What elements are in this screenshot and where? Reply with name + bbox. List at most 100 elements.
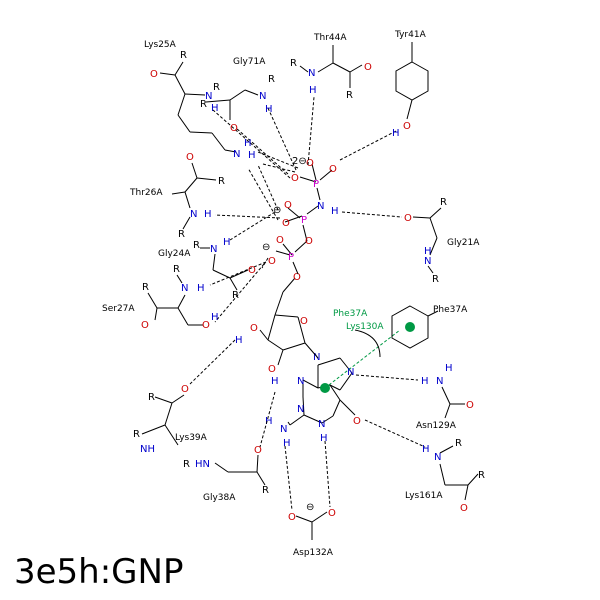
label-asp132: Asp132A (293, 548, 334, 558)
thr26-r1: R (218, 176, 225, 187)
ligand-nh2-h: H (265, 416, 273, 427)
label-gly71: Gly71A (233, 57, 266, 67)
label-gly38: Gly38A (203, 493, 236, 503)
ribose-o4: O (300, 316, 308, 327)
ribose-h3: H (235, 335, 243, 346)
gly21-h: H (424, 246, 432, 257)
label-gly21: Gly21A (447, 238, 480, 248)
ser27-og: O (202, 320, 210, 331)
gly21-r1: R (440, 197, 447, 208)
gly24-r2: R (232, 290, 239, 301)
ligand-n3: N (297, 376, 304, 387)
thr26-h: H (204, 209, 212, 220)
label-phe37-green: Phe37A (333, 309, 368, 319)
tyr41-o: O (403, 121, 411, 132)
pg-charge: 2⊖ (292, 156, 307, 167)
hydrogen-bonds (189, 96, 426, 511)
label-lys130-green: Lys130A (346, 322, 384, 332)
lys25-nr: R (213, 82, 220, 93)
asn129-n: N (436, 376, 443, 387)
ribose-o2: O (268, 364, 276, 375)
ligand-h1: H (320, 433, 328, 444)
ligand-o6: O (353, 416, 361, 427)
thr26-n: N (190, 209, 197, 220)
asn129-h: H (421, 376, 429, 387)
gly21-r2: R (432, 274, 439, 285)
pg-o3: O (329, 164, 337, 175)
thr44-h: H (309, 85, 317, 96)
residue-lys161: R H N R O Lys161A (405, 438, 485, 514)
residue-thr44: Thr44A R N H O R (290, 33, 372, 101)
asn129-h2: H (445, 363, 453, 374)
pbg-n: N (317, 201, 324, 212)
phosphate-chain (275, 163, 333, 275)
thr44-r1: R (290, 58, 297, 69)
ser27-r2: R (142, 282, 149, 293)
gly71-h: H (265, 104, 273, 115)
gly38-o: O (254, 445, 262, 456)
thr26-r2: R (178, 229, 185, 240)
lys39-o: O (181, 384, 189, 395)
lys25-nz: N (233, 149, 240, 160)
label-lys39: Lys39A (175, 433, 208, 443)
lys25-hz: H (244, 138, 252, 149)
residue-asn129: H N H O Asn129A (416, 363, 474, 431)
pbg-h: H (331, 206, 339, 217)
asp132-charge: ⊖ (306, 502, 314, 513)
lys25-hz2: H (248, 150, 256, 161)
ligand-n9: N (313, 352, 320, 363)
ribose-o3: O (250, 323, 258, 334)
lys39-r1: R (148, 392, 155, 403)
residue-gly21: R O N H R Gly21A (404, 197, 480, 285)
residue-gly24: Gly24A R N H O R (158, 237, 256, 301)
lys39-nh: NH (140, 444, 155, 455)
ligand-nh2-n: N (280, 424, 287, 435)
pg-o2: O (306, 158, 314, 169)
residue-gly71: Gly71A R O N H R (200, 57, 275, 134)
gly71-o: O (230, 123, 238, 134)
ribose-h2: H (271, 376, 279, 387)
lys25-o: O (150, 69, 158, 80)
gly71-nr: R (268, 74, 275, 85)
label-asn129: Asn129A (416, 421, 457, 431)
label-thr44: Thr44A (313, 33, 347, 43)
pi-centroid-phe37 (405, 322, 415, 332)
thr26-o: O (186, 152, 194, 163)
lys25-r: R (180, 50, 187, 61)
tyr41-h: H (392, 128, 400, 139)
residue-ser27: R N H R O O H Ser27A (102, 264, 219, 331)
lys161-r2: R (478, 470, 485, 481)
lys25-h: H (211, 103, 219, 114)
label-thr26: Thr26A (129, 188, 163, 198)
ser27-r1: R (173, 264, 180, 275)
gly21-o: O (404, 213, 412, 224)
gly38-hn: HN (195, 459, 210, 470)
ligand-n3b: N (297, 404, 304, 415)
ser27-o: O (141, 320, 149, 331)
phosphate-pg: P (313, 179, 319, 190)
label-lys25: Lys25A (144, 40, 177, 50)
residue-lys39: O R R NH Lys39A (133, 384, 208, 455)
ribose-ring (259, 277, 319, 366)
residue-asp132: O O ⊖ Asp132A (288, 502, 336, 558)
label-tyr41: Tyr41A (394, 30, 427, 40)
ribose-o5: O (293, 272, 301, 283)
lys161-o: O (460, 503, 468, 514)
pa-o2: O (276, 235, 284, 246)
pa-charge: ⊖ (262, 242, 270, 253)
label-gly24: Gly24A (158, 249, 191, 259)
gly24-n: N (210, 244, 217, 255)
asp132-o2: O (328, 508, 336, 519)
gly38-r1: R (183, 459, 190, 470)
gly71-r: R (200, 99, 207, 110)
ser27-n: N (181, 283, 188, 294)
residue-phe37-right: Phe37A (391, 305, 468, 349)
gly71-n: N (259, 91, 266, 102)
ligand-n1: N (318, 419, 325, 430)
residue-thr26: Thr26A O R N H R (129, 152, 225, 240)
guanine-ring (289, 357, 356, 426)
pab-o: O (305, 236, 313, 247)
label-lys161: Lys161A (405, 491, 443, 501)
gly24-h: H (223, 237, 231, 248)
diagram-title: 3e5h:GNP (14, 552, 183, 592)
